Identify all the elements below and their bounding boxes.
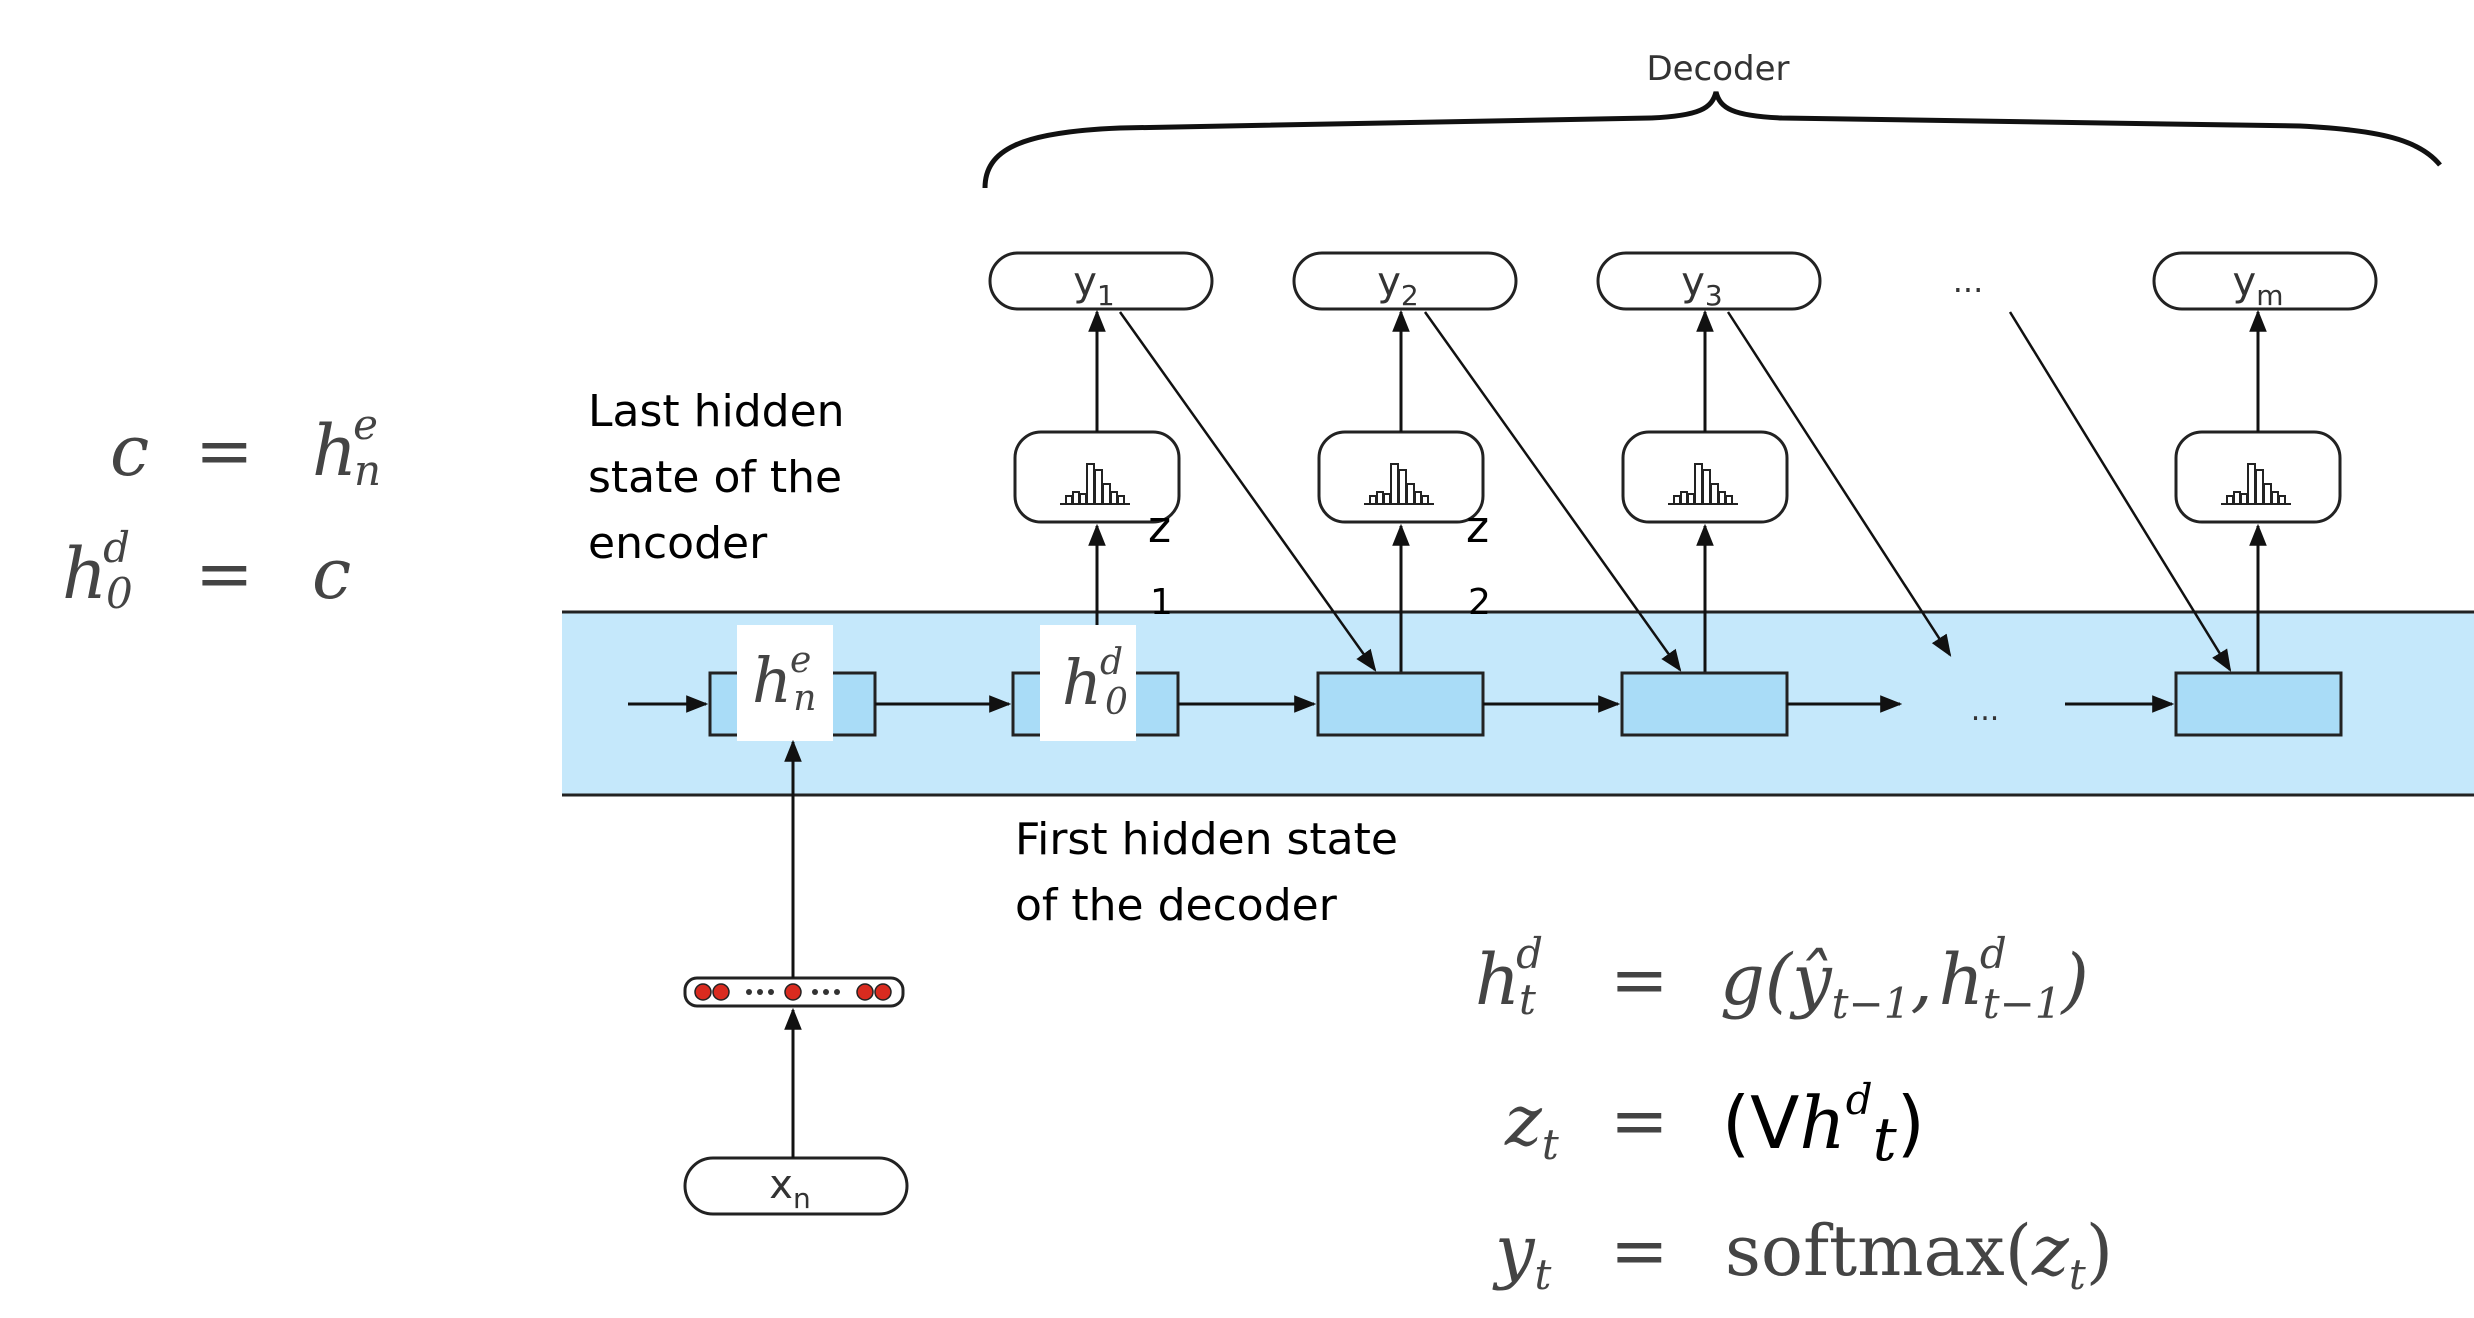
softmax-box-m (2174, 430, 2342, 524)
histogram-icon (2221, 463, 2291, 505)
annotation-encoder: Last hidden state of the encoder (588, 386, 859, 569)
histogram-icon (1668, 463, 1738, 505)
decoder-brace (982, 91, 2442, 189)
output-y2: y2 (1292, 251, 1518, 312)
output-ellipsis: ... (1953, 262, 1984, 300)
svg-text:zt: zt (1504, 1080, 1559, 1169)
svg-text:(Vhdt): (Vhdt) (1722, 1075, 1925, 1175)
z2-letter: z (1466, 502, 1489, 553)
histogram-icon (1364, 463, 1434, 505)
svg-text:=: = (1610, 1080, 1669, 1162)
svg-text:=: = (195, 410, 254, 492)
svg-text:hd0: hd0 (62, 523, 133, 618)
cell-ellipsis: ... (1971, 693, 2000, 728)
svg-text:=: = (195, 533, 254, 615)
svg-text:hen: hen (312, 400, 381, 495)
svg-text:=: = (1610, 939, 1669, 1021)
z1-letter: z (1148, 502, 1171, 553)
z2-index: 2 (1468, 582, 1491, 623)
softmax-box-1 (1013, 430, 1181, 524)
svg-text:g(ŷt−1,hdt−1): g(ŷt−1,hdt−1) (1720, 929, 2089, 1028)
decoder-label: Decoder (1646, 49, 1789, 89)
decoder-cell-3 (1620, 671, 1789, 737)
softmax-box-3 (1621, 430, 1789, 524)
input-xn: xn (683, 1156, 909, 1216)
decoder-cell-2 (1316, 671, 1485, 737)
z1-index: 1 (1150, 582, 1173, 623)
svg-text:yt: yt (1492, 1210, 1552, 1299)
svg-text:hdt: hdt (1475, 929, 1543, 1024)
svg-text:y3: y3 (1681, 259, 1723, 312)
svg-text:=: = (1610, 1210, 1669, 1292)
svg-text:c: c (110, 410, 149, 492)
svg-text:xn: xn (769, 1162, 810, 1215)
svg-text:y2: y2 (1377, 259, 1419, 312)
svg-text:c: c (312, 533, 351, 615)
svg-text:ym: ym (2233, 259, 2284, 312)
output-y3: y3 (1596, 251, 1822, 312)
softmax-box-2 (1317, 430, 1485, 524)
annotation-decoder: First hidden state of the decoder (1015, 814, 1412, 931)
svg-text:softmax(zt): softmax(zt) (1725, 1210, 2113, 1299)
histogram-icon (1060, 463, 1130, 505)
decoder-cell-m (2174, 671, 2343, 737)
output-ym: ym (2152, 251, 2378, 312)
output-y1: y1 (988, 251, 1214, 312)
svg-text:y1: y1 (1073, 259, 1115, 312)
embedding-vector (683, 976, 905, 1008)
